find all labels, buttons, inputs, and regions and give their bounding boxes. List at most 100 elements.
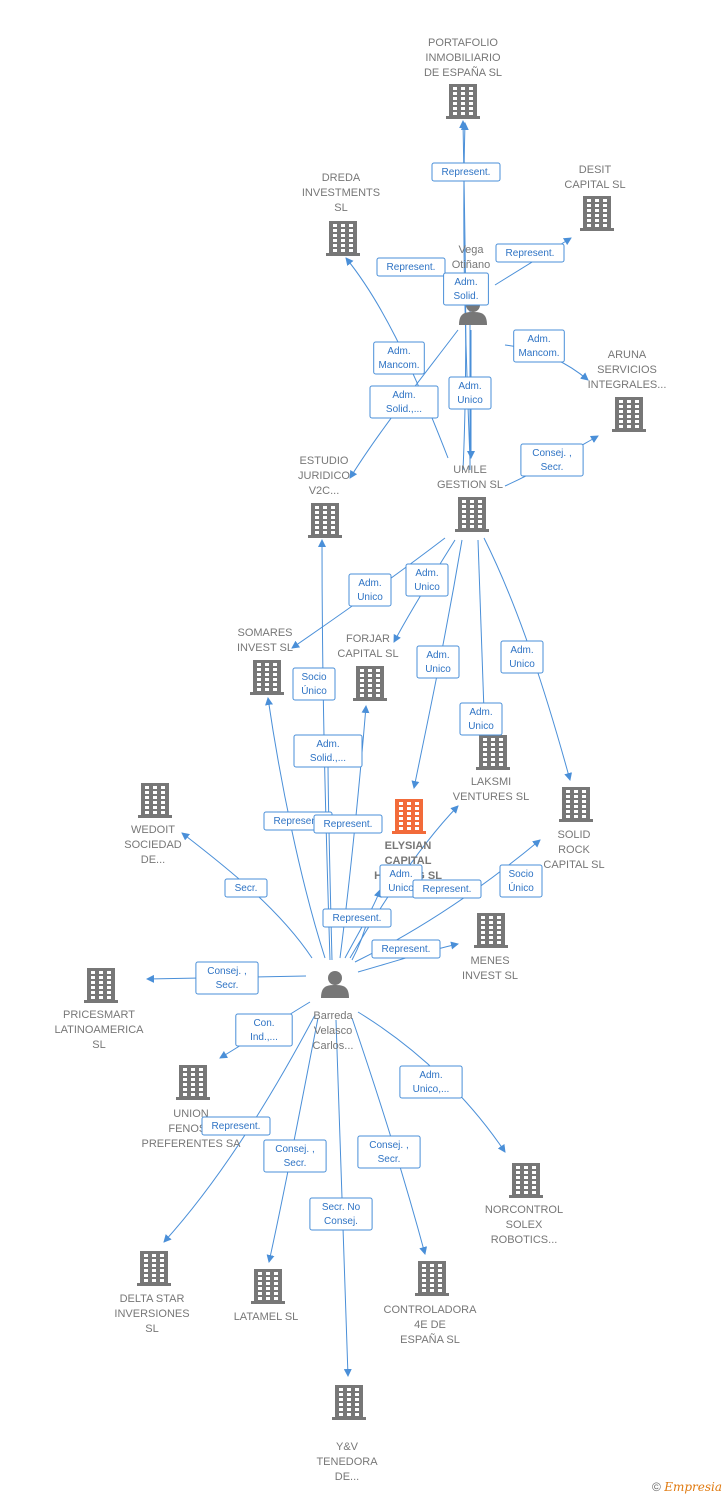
- node-label-line: VENTURES SL: [453, 791, 529, 803]
- edge-label-e2[interactable]: Represent.: [376, 257, 446, 277]
- edge-label-text: Unico: [468, 721, 494, 732]
- node-yv[interactable]: Y&VTENEDORADE...: [316, 1385, 378, 1483]
- edge-label-text: Represent.: [506, 248, 555, 259]
- node-desit[interactable]: DESIT CAPITAL SL: [564, 164, 626, 231]
- edge-label-e24[interactable]: Represent.: [371, 939, 441, 959]
- building-icon: [84, 968, 118, 1003]
- edge-label-text: Consej. ,: [275, 1144, 314, 1155]
- edge-label-e29[interactable]: Consej. ,Secr.: [263, 1139, 327, 1173]
- node-label-line: PREFERENTES SA: [141, 1138, 241, 1150]
- building-icon: [332, 1385, 366, 1420]
- edge-label-e1[interactable]: Represent.: [431, 162, 501, 182]
- edge-label-e8[interactable]: Adm.Unico: [448, 376, 492, 410]
- edge-label-e5[interactable]: Adm.Mancom.: [373, 341, 425, 375]
- node-label-line: SOLID: [557, 829, 590, 841]
- node-label-line: CAPITAL SL: [564, 179, 625, 191]
- edge-label-e19[interactable]: Secr.: [224, 878, 268, 898]
- node-label-line: V2C...: [309, 485, 340, 497]
- edge-label-text: Represent.: [382, 944, 431, 955]
- building-icon: [612, 397, 646, 432]
- edge-label-e11[interactable]: Adm.Unico: [405, 563, 449, 597]
- node-label-line: CAPITAL SL: [543, 859, 604, 871]
- edge-label-e13[interactable]: Adm.Unico: [459, 702, 503, 736]
- node-barreda[interactable]: BarredaVelascoCarlos...: [313, 971, 354, 1052]
- node-estudio[interactable]: ESTUDIOJURIDICOV2C...: [298, 455, 350, 538]
- node-label-line: ELYSIAN: [385, 840, 432, 852]
- edge-label-e14[interactable]: Adm.Unico: [500, 640, 544, 674]
- node-label-line: PORTAFOLIO: [428, 37, 498, 49]
- node-label-line: Carlos...: [313, 1040, 354, 1052]
- node-label-line: ESPAÑA SL: [400, 1333, 460, 1346]
- edge-label-e30[interactable]: Consej. ,Secr.: [357, 1135, 421, 1169]
- node-label-line: SOCIEDAD: [124, 839, 182, 851]
- brand-logo[interactable]: Empresia: [664, 1480, 722, 1494]
- edge-label-e3[interactable]: Represent.: [495, 243, 565, 263]
- edge-label-text: Con.: [253, 1018, 274, 1029]
- edge-label-e18[interactable]: Represent.: [313, 814, 383, 834]
- edge-label-e28[interactable]: Represent.: [201, 1116, 271, 1136]
- node-laksmi[interactable]: LAKSMI VENTURES SL: [453, 735, 529, 803]
- edge-label-e12[interactable]: Adm.Unico: [416, 645, 460, 679]
- edge-label-text: Adm.: [527, 334, 550, 345]
- edge-label-e7[interactable]: Adm.Solid.,...: [369, 385, 439, 419]
- edge-label-e23[interactable]: Represent.: [322, 908, 392, 928]
- node-label-line: LATINOAMERICA: [54, 1024, 144, 1036]
- edge-labels-layer: Represent.Represent.Represent.Adm.Solid.…: [195, 162, 584, 1231]
- node-aruna[interactable]: ARUNASERVICIOSINTEGRALES...: [588, 349, 667, 432]
- node-elysian[interactable]: ELYSIANCAPITALHOLDING SL: [374, 799, 442, 882]
- node-latamel[interactable]: LATAMEL SL: [234, 1269, 299, 1323]
- footer-credit: © Empresia: [652, 1480, 722, 1494]
- edge-label-text: Secr.: [216, 980, 239, 991]
- edge-label-e20[interactable]: Adm.Unico: [379, 864, 423, 898]
- building-icon: [326, 221, 360, 256]
- building-icon: [415, 1261, 449, 1296]
- edge-label-text: Represent.: [324, 819, 373, 830]
- building-icon: [392, 799, 426, 834]
- edge-label-text: Solid.: [453, 291, 478, 302]
- edge-label-e4[interactable]: Adm.Solid.: [443, 272, 489, 306]
- node-label-line: ROCK: [558, 844, 590, 856]
- node-label-line: INVESTMENTS: [302, 187, 380, 199]
- node-solid[interactable]: SOLID ROCK CAPITAL SL: [543, 787, 605, 871]
- node-label-line: LAKSMI: [471, 776, 511, 788]
- edge-label-e26[interactable]: Con.Ind.,...: [235, 1013, 293, 1047]
- edge-label-e21[interactable]: Represent.: [412, 879, 482, 899]
- edge-label-text: Adm.: [510, 645, 533, 656]
- edge-label-e10[interactable]: Adm.Unico: [348, 573, 392, 607]
- edge-label-e25[interactable]: Consej. ,Secr.: [195, 961, 259, 995]
- edge-label-text: Unico: [357, 592, 383, 603]
- node-label-line: DE...: [335, 1471, 359, 1483]
- node-label-line: MENES: [470, 955, 509, 967]
- edge-label-text: Adm.: [458, 381, 481, 392]
- node-norcontrol[interactable]: NORCONTROLSOLEXROBOTICS...: [485, 1163, 563, 1246]
- edge-label-text: Secr. No: [322, 1202, 361, 1213]
- edge-label-text: Solid.,...: [386, 404, 422, 415]
- edge-label-e16[interactable]: Adm.Solid.,...: [293, 734, 363, 768]
- node-wedoit[interactable]: WEDOITSOCIEDADDE...: [124, 783, 182, 866]
- edge-label-text: Único: [508, 881, 534, 894]
- edge-label-text: Adm.: [419, 1070, 442, 1081]
- node-label-line: ESTUDIO: [300, 455, 349, 467]
- edge-label-text: Adm.: [387, 346, 410, 357]
- edge-label-e27[interactable]: Adm.Unico,...: [399, 1065, 463, 1099]
- node-label-line: DE...: [141, 854, 165, 866]
- node-label-line: DESIT: [579, 164, 612, 176]
- edge-label-e9[interactable]: Consej. ,Secr.: [520, 443, 584, 477]
- edge-label-e6[interactable]: Adm.Mancom.: [513, 329, 565, 363]
- node-label-line: PRICESMART: [63, 1009, 135, 1021]
- node-label-line: UMILE: [453, 464, 487, 476]
